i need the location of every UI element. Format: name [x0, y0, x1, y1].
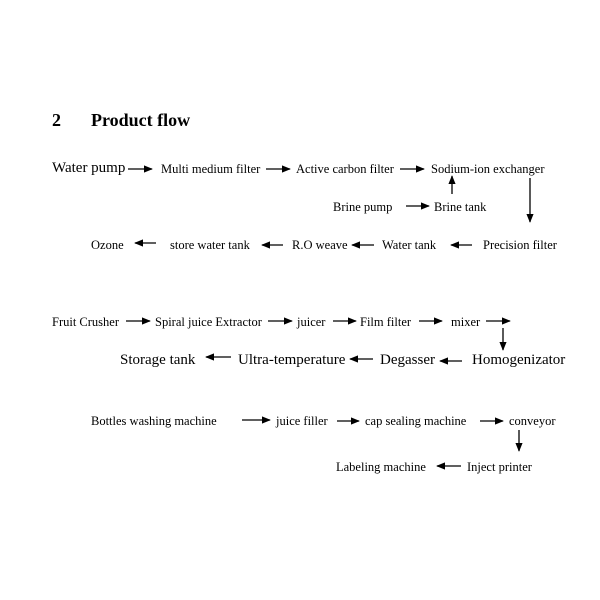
- section-number: 2: [52, 110, 61, 130]
- node-juice-filler: juice filler: [276, 414, 328, 428]
- node-labeling-machine: Labeling machine: [336, 460, 426, 474]
- node-active-carbon-filter: Active carbon filter: [296, 162, 394, 176]
- node-ultra-temperature: Ultra-temperature: [238, 352, 346, 368]
- node-ozone: Ozone: [91, 238, 124, 252]
- node-water-pump: Water pump: [52, 160, 126, 176]
- node-multi-medium-filter: Multi medium filter: [161, 162, 261, 176]
- section-title: Product flow: [91, 110, 191, 130]
- node-sodium-ion-exchanger: Sodium-ion exchanger: [431, 162, 545, 176]
- node-conveyor: conveyor: [509, 414, 556, 428]
- node-water-tank: Water tank: [382, 238, 437, 252]
- node-spiral-juice-extractor: Spiral juice Extractor: [155, 315, 262, 329]
- node-brine-pump: Brine pump: [333, 200, 393, 214]
- node-degasser: Degasser: [380, 352, 435, 368]
- node-mixer: mixer: [451, 315, 481, 329]
- node-cap-sealing-machine: cap sealing machine: [365, 414, 467, 428]
- node-store-water-tank: store water tank: [170, 238, 250, 252]
- node-storage-tank: Storage tank: [120, 352, 196, 368]
- node-bottles-washing-machine: Bottles washing machine: [91, 414, 217, 428]
- node-precision-filter: Precision filter: [483, 238, 557, 252]
- node-inject-printer: Inject printer: [467, 460, 532, 474]
- node-juicer: juicer: [297, 315, 326, 329]
- node-homogenizator: Homogenizator: [472, 352, 566, 368]
- node-fruit-crusher: Fruit Crusher: [52, 315, 120, 329]
- node-film-filter: Film filter: [360, 315, 412, 329]
- node-ro-weave: R.O weave: [292, 238, 348, 252]
- node-brine-tank: Brine tank: [434, 200, 487, 214]
